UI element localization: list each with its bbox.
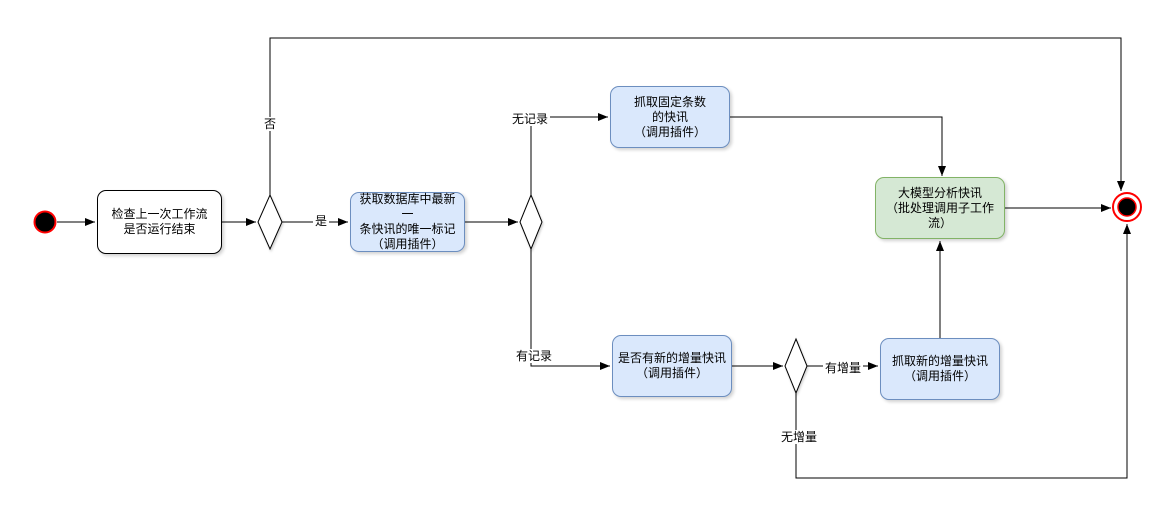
end-node-core xyxy=(1117,197,1137,217)
edge-label-has-record: 有记录 xyxy=(513,349,555,363)
edge-label-yes: 是 xyxy=(312,214,330,228)
start-node[interactable] xyxy=(33,210,57,234)
edge-fetchfixed-to-llm xyxy=(730,116,946,176)
edge-decision2-hasrecord-to-checkinc xyxy=(530,249,610,370)
edge-decision2-norecord-to-fetchfixed xyxy=(530,113,608,195)
edge-label-no-increment: 无增量 xyxy=(778,430,820,444)
node-check-new-incremental[interactable]: 是否有新的增量快讯 （调用插件） xyxy=(612,335,732,397)
node-llm-analyze-label: 大模型分析快讯 （批处理调用子工作流） xyxy=(885,185,994,230)
edge-decision1-no-to-end xyxy=(269,37,1125,195)
node-llm-analyze[interactable]: 大模型分析快讯 （批处理调用子工作流） xyxy=(875,177,1005,239)
node-fetch-new-incremental[interactable]: 抓取新的增量快讯 （调用插件） xyxy=(880,338,1000,400)
node-get-latest-mark[interactable]: 获取数据库中最新一 条快讯的唯一标记 （调用插件） xyxy=(350,192,465,252)
node-check-last-run[interactable]: 检查上一次工作流 是否运行结束 xyxy=(97,190,222,254)
end-node[interactable] xyxy=(1112,192,1142,222)
node-get-latest-mark-label: 获取数据库中最新一 条快讯的唯一标记 （调用插件） xyxy=(359,192,456,251)
node-fetch-fixed-count-label: 抓取固定条数 的快讯 （调用插件） xyxy=(633,94,706,139)
node-check-new-incremental-label: 是否有新的增量快讯 （调用插件） xyxy=(617,351,726,380)
edge-label-no: 否 xyxy=(261,117,279,131)
decision-record-exists[interactable] xyxy=(519,193,543,251)
decision-workflow-finished[interactable] xyxy=(257,193,283,251)
node-fetch-fixed-count[interactable]: 抓取固定条数 的快讯 （调用插件） xyxy=(610,86,730,148)
edge-label-has-increment: 有增量 xyxy=(822,361,864,375)
edge-label-no-record: 无记录 xyxy=(509,112,551,126)
decision-has-increment[interactable] xyxy=(784,337,808,395)
node-check-last-run-label: 检查上一次工作流 是否运行结束 xyxy=(111,207,208,236)
node-fetch-new-incremental-label: 抓取新的增量快讯 （调用插件） xyxy=(891,354,988,383)
